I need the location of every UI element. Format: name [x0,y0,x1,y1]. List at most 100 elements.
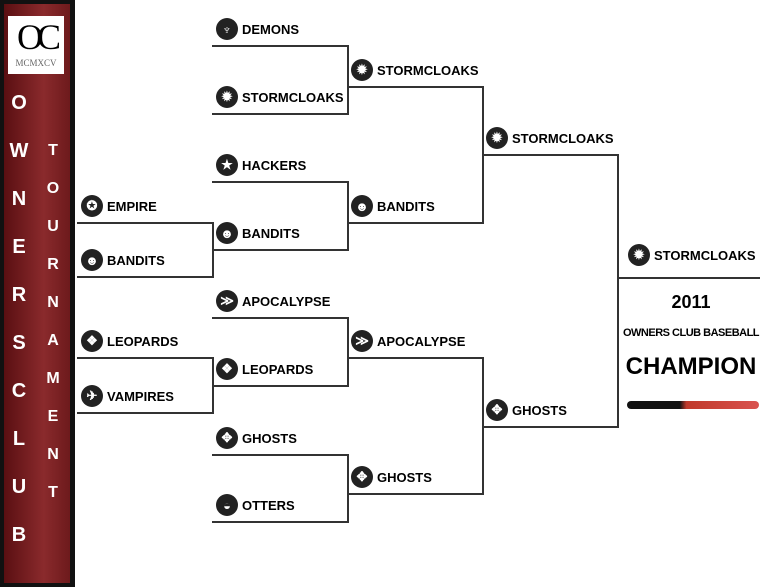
team-name: OTTERS [242,497,295,513]
sidebar-letter: N [47,294,59,311]
team-name: DEMONS [242,21,300,37]
baseball-bat-icon [627,401,759,409]
sidebar-letter: U [11,476,27,498]
bracket-line [347,86,484,88]
paw-icon: ✹ [351,59,373,81]
sidebar-letter: T [48,142,58,159]
champion-league: OWNERS CLUB BASEBALL [622,327,760,339]
otter-icon: ◒ [216,494,238,516]
sidebar-letter: T [48,484,58,501]
team-name: LEOPARDS [242,361,314,377]
champion-year: 2011 [671,292,711,312]
sidebar-letter: S [12,332,26,354]
sidebar-letter: M [46,370,60,387]
bat-icon: ✈ [81,385,103,407]
bracket-line [617,277,760,279]
team-entry: ✥GHOSTS [351,466,432,488]
ghost-icon: ✥ [216,427,238,449]
bracket-connector [617,154,619,428]
team-name: GHOSTS [377,469,432,485]
team-entry: ☻BANDITS [81,249,165,271]
team-name: STORMCLOAKS [512,130,614,146]
demon-icon: ♆ [216,18,238,40]
team-entry: ☻BANDITS [351,195,435,217]
sidebar-letter: C [11,380,27,402]
paw-icon: ✹ [216,86,238,108]
team-name: APOCALYPSE [377,333,466,349]
team-entry: ✪EMPIRE [81,195,157,217]
club-logo: OC MCMXCV [8,16,64,74]
champion-team: ✹STORMCLOAKS [628,244,756,266]
sidebar-letter: N [47,446,59,463]
texas-icon: ★ [216,154,238,176]
sidebar-letter: E [12,236,26,258]
sidebar-letter: U [47,218,59,235]
bracket-connector [347,454,349,523]
team-entry: ✈VAMPIRES [81,385,174,407]
team-name: HACKERS [242,157,307,173]
sidebar-panel [4,4,70,583]
bracket-line [77,222,214,224]
bracket-line [77,276,214,278]
champion-name: STORMCLOAKS [654,247,756,263]
sidebar-letter: R [47,256,59,273]
bracket-line [347,357,484,359]
team-entry: ☻BANDITS [216,222,300,244]
sidebar-letter: B [11,524,27,546]
paw-icon: ✹ [486,127,508,149]
sidebar-letter: N [11,188,27,210]
bracket-line [212,454,349,456]
team-entry: ◒OTTERS [216,494,295,516]
bracket-line [212,181,349,183]
team-name: GHOSTS [512,402,567,418]
team-name: STORMCLOAKS [377,62,479,78]
bracket-line [347,493,484,495]
leopard-icon: ❖ [216,358,238,380]
bracket-line [77,357,214,359]
bracket-line [212,249,349,251]
team-name: LEOPARDS [107,333,179,349]
logo-letters: OC [16,17,61,57]
champion-title: CHAMPION [625,353,757,380]
bracket-line [212,317,349,319]
paw-icon: ✹ [628,244,650,266]
bracket-line [482,426,619,428]
sidebar-letter: O [11,92,27,114]
bandit-icon: ☻ [81,249,103,271]
team-entry: ≫APOCALYPSE [351,330,465,352]
bracket-connector [347,45,349,115]
empire-icon: ✪ [81,195,103,217]
team-name: VAMPIRES [107,388,174,404]
bandit-icon: ☻ [351,195,373,217]
team-entry: ✥GHOSTS [216,427,297,449]
logo-year: MCMXCV [15,58,57,68]
bracket-connector [347,181,349,251]
team-entry: ❖LEOPARDS [216,358,313,380]
team-entry: ♆DEMONS [216,18,299,40]
team-entry: ✹STORMCLOAKS [351,59,479,81]
horsemen-icon: ≫ [351,330,373,352]
bracket-line [212,45,349,47]
bandit-icon: ☻ [216,222,238,244]
team-name: BANDITS [242,225,300,241]
horsemen-icon: ≫ [216,290,238,312]
bracket-line [212,385,349,387]
sidebar-letter: A [47,332,59,349]
team-name: BANDITS [107,252,165,268]
bracket-line [347,222,484,224]
team-entry: ≫APOCALYPSE [216,290,330,312]
ghost-icon: ✥ [486,399,508,421]
team-name: BANDITS [377,198,435,214]
team-entry: ★HACKERS [216,154,306,176]
bracket-connector [347,317,349,387]
sidebar-letter: W [9,140,29,162]
sidebar-letter: R [11,284,27,306]
bracket-line [212,521,349,523]
bracket-line [482,154,619,156]
team-name: EMPIRE [107,198,157,214]
leopard-icon: ❖ [81,330,103,352]
team-entry: ✥GHOSTS [486,399,567,421]
bracket-line [212,113,349,115]
team-entry: ❖LEOPARDS [81,330,178,352]
